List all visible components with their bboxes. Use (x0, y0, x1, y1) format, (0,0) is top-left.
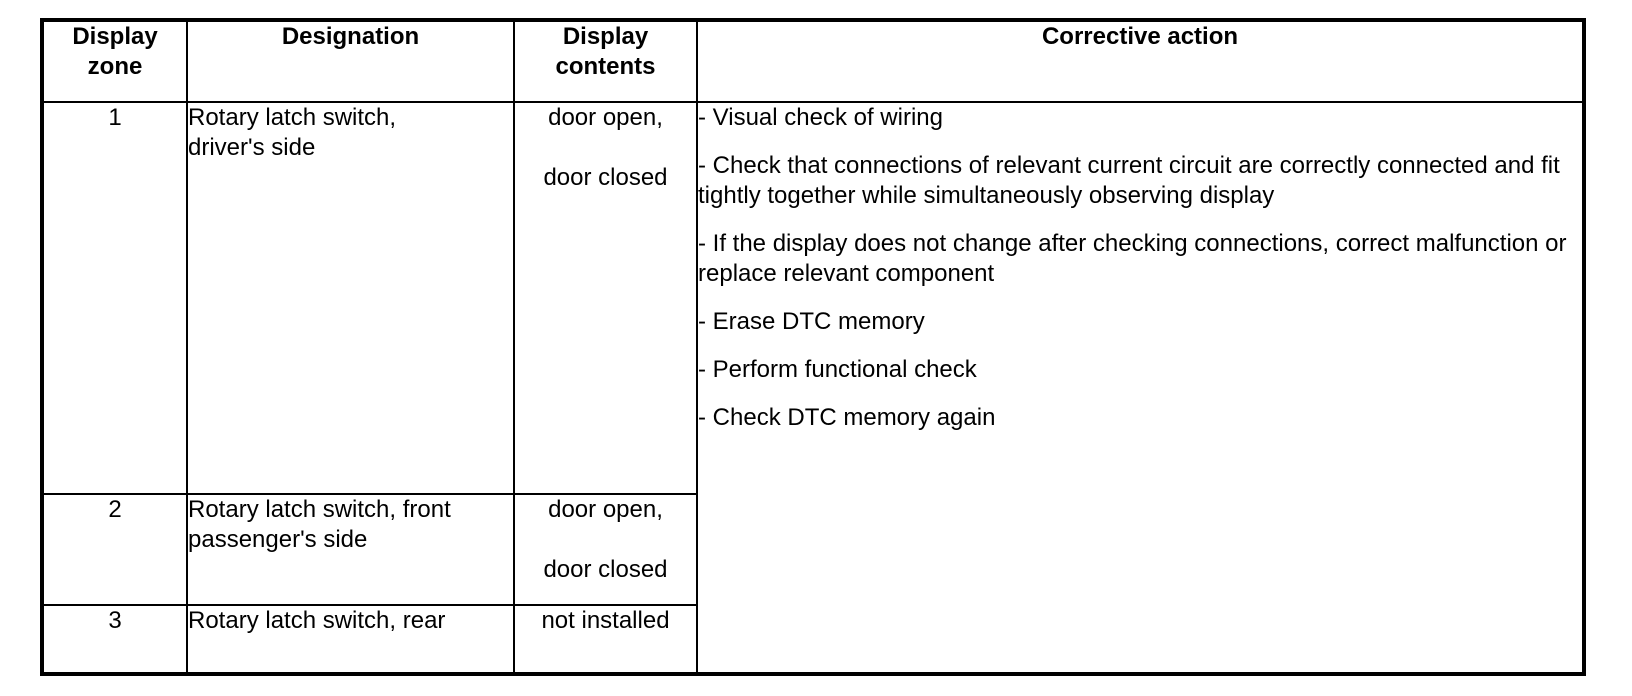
header-display-contents: Display contents (513, 19, 698, 103)
corrective-action-cell: - Visual check of wiring - Check that co… (696, 101, 1585, 675)
display-zone-table: Display zone Designation Display content… (40, 18, 1586, 676)
contents-cell-2: door open, door closed (513, 493, 698, 606)
contents-line: door closed (543, 556, 668, 583)
designation-cell-1: Rotary latch switch, driver's side (186, 101, 515, 495)
table-row: 1 Rotary latch switch, driver's side doo… (41, 101, 1585, 675)
header-display-zone: Display zone (41, 19, 188, 103)
zone-cell-2: 2 (41, 493, 188, 606)
designation-cell-2: Rotary latch switch, front passenger's s… (186, 493, 515, 606)
corrective-action-item: - Check DTC memory again (698, 404, 996, 431)
contents-cell-3: not installed (513, 604, 698, 675)
corrective-action-item: - Erase DTC memory (698, 308, 925, 335)
contents-line: door open, (548, 496, 663, 523)
contents-cell-1: door open, door closed (513, 101, 698, 495)
corrective-action-item: - Perform functional check (698, 356, 977, 383)
zone-cell-1: 1 (41, 101, 188, 495)
header-corrective-action: Corrective action (696, 19, 1585, 103)
zone-cell-3: 3 (41, 604, 188, 675)
table-row: 2 Rotary latch switch, front passenger's… (41, 493, 1584, 606)
corrective-action-item: - Visual check of wiring (698, 104, 943, 131)
table-row: 3 Rotary latch switch, rear not installe… (41, 604, 1584, 675)
corrective-action-item: - Check that connections of relevant cur… (698, 152, 1560, 209)
header-designation: Designation (186, 19, 515, 103)
corrective-action-item: - If the display does not change after c… (698, 230, 1567, 287)
contents-line: door open, (548, 104, 663, 131)
contents-line: not installed (541, 607, 670, 634)
table-header-row: Display zone Designation Display content… (41, 19, 1585, 103)
contents-line: door closed (543, 164, 668, 191)
designation-cell-3: Rotary latch switch, rear (186, 604, 515, 675)
